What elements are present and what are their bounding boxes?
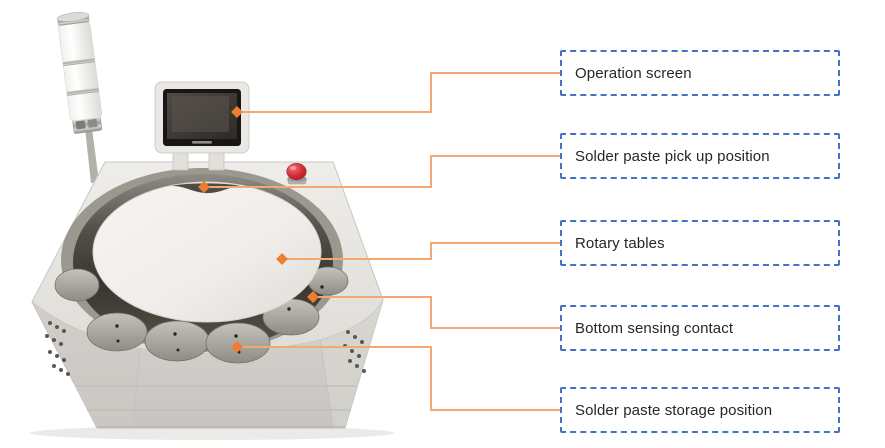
- connector-storage-position: [237, 346, 560, 411]
- callout-box-storage-position: Solder paste storage position: [560, 387, 840, 433]
- floor-shadow: [30, 426, 394, 440]
- callout-box-rotary-tables: Rotary tables: [560, 220, 840, 266]
- callout-connectors: [204, 72, 560, 411]
- callout-box-pick-up-position: Solder paste pick up position: [560, 133, 840, 179]
- callout-label: Rotary tables: [575, 234, 665, 252]
- callout-label: Bottom sensing contact: [575, 319, 734, 337]
- signal-tower-light: [56, 12, 103, 134]
- operation-screen: [154, 81, 250, 171]
- connector-rotary-tables: [282, 242, 560, 260]
- callout-box-bottom-sensing: Bottom sensing contact: [560, 305, 840, 351]
- rotary-table-disc: [92, 181, 322, 323]
- tower-pole: [85, 128, 99, 183]
- bottom-sensing-contacts: [115, 285, 324, 354]
- callout-box-operation-screen: Operation screen: [560, 50, 840, 96]
- callout-label: Operation screen: [575, 64, 692, 82]
- callout-label: Solder paste storage position: [575, 401, 773, 419]
- emergency-stop-button: [286, 163, 308, 185]
- screen-logo: [192, 141, 212, 144]
- vent-holes-right: [343, 330, 366, 373]
- vent-holes-left: [45, 321, 70, 376]
- connector-bottom-sensing: [313, 296, 560, 329]
- connector-operation-screen: [237, 72, 560, 113]
- callout-label: Solder paste pick up position: [575, 147, 770, 165]
- connector-pick-up-position: [204, 155, 560, 188]
